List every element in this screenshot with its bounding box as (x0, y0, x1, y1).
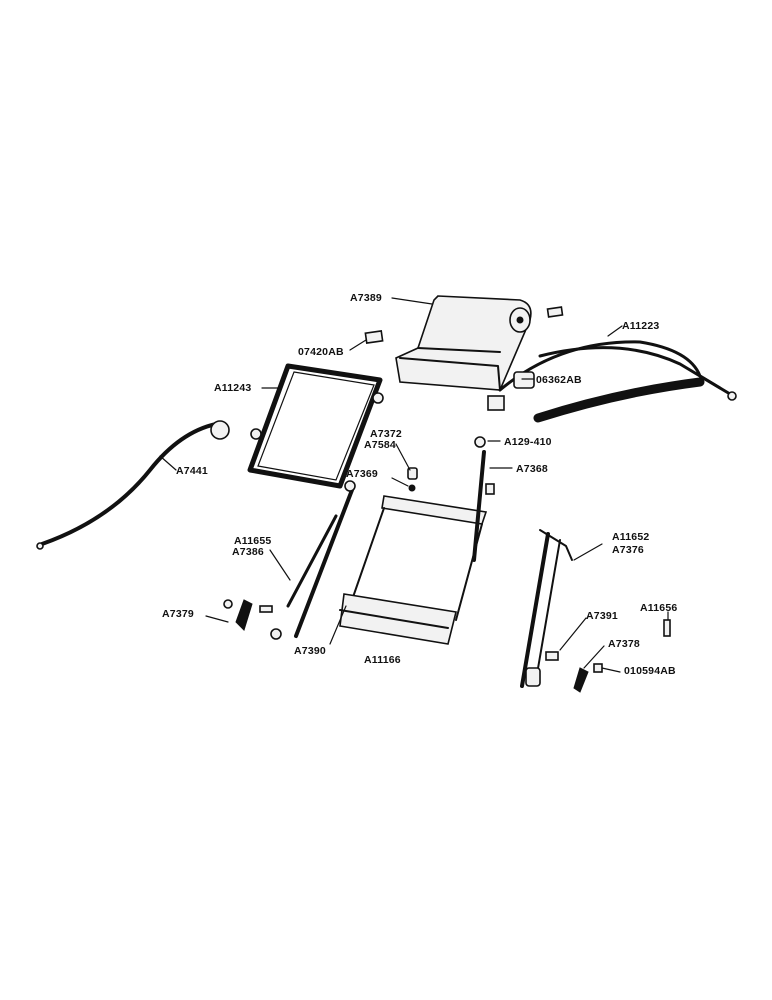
label-a11243: A11243 (214, 382, 252, 394)
label-a11223: A11223 (622, 320, 660, 332)
washer-a7369 (408, 484, 416, 492)
label-a129-410: A129-410 (504, 436, 552, 448)
label-06362ab: 06362AB (536, 374, 582, 386)
cable-a11223 (487, 340, 737, 423)
pad-07420ab (364, 330, 384, 344)
label-a11652: A11652 (612, 531, 650, 543)
label-a7372: A7372 (370, 428, 402, 440)
label-a7386: A7386 (232, 546, 264, 558)
battery-tray-frame (247, 363, 384, 489)
label-a11166: A11166 (364, 654, 401, 666)
side-bracket-right (520, 529, 671, 693)
label-a7369: A7369 (346, 468, 378, 480)
leader-lines (159, 297, 669, 673)
label-a7389: A7389 (350, 292, 382, 304)
label-a7379: A7379 (162, 608, 194, 620)
label-a7368: A7368 (516, 463, 548, 475)
hanger-rods (270, 436, 495, 640)
label-a11656: A11656 (640, 602, 678, 614)
label-07420ab: 07420AB (298, 346, 344, 358)
battery-box (395, 295, 564, 391)
cable-a7441 (36, 420, 230, 550)
spacer-a7372 (407, 467, 418, 480)
pedal-left (223, 599, 273, 631)
label-a7441: A7441 (176, 465, 208, 477)
label-a7376: A7376 (612, 544, 644, 556)
label-a7390: A7390 (294, 645, 326, 657)
step-assembly (339, 495, 488, 645)
label-a7378: A7378 (608, 638, 640, 650)
label-010594ab: 010594AB (624, 665, 676, 677)
label-a7391: A7391 (586, 610, 618, 622)
label-a7584: A7584 (364, 439, 396, 451)
label-a11655: A11655 (234, 535, 272, 547)
